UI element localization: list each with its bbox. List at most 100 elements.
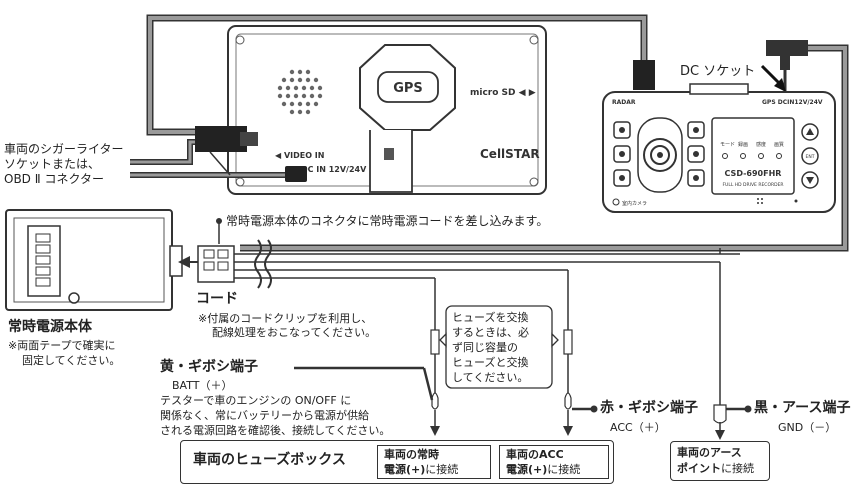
fuse-constant-line2-rest: に接続 — [425, 463, 459, 476]
dc-socket-arrowhead — [774, 78, 786, 92]
fuse-note-pointer-right — [551, 332, 559, 348]
fuse-note-line: してください。 — [452, 371, 529, 384]
indicator-label: 録画 — [738, 141, 748, 148]
gps-port-label: GPS DCIN12V/24V — [762, 99, 823, 106]
fuse-note-box — [445, 305, 553, 389]
indicator-led — [776, 153, 782, 159]
led — [693, 127, 699, 133]
car-socket-label-1: 車両のシガーライター — [4, 142, 124, 156]
camera-label: 室内カメラ — [622, 200, 647, 207]
gps-badge — [377, 71, 439, 103]
red-terminal-sub: ACC（＋） — [610, 421, 666, 434]
yellow-terminal-desc-3: される電源回路を確認後、接続してください。 — [160, 424, 391, 437]
yellow-terminal-sub: BATT（＋） — [172, 379, 233, 392]
led — [619, 175, 625, 181]
indicator-led — [722, 153, 728, 159]
red-pointer-dot — [590, 405, 598, 413]
fuse-note-pointer-left — [439, 332, 447, 348]
screw — [529, 35, 539, 45]
indicator-label: 画質 — [774, 141, 784, 148]
cord-connector — [197, 245, 235, 283]
fuse-note-line: ず同じ容量の — [452, 341, 518, 354]
dc-in-label: ▼ DC IN 12V/24V — [292, 165, 367, 174]
yellow-terminal-desc-2: 関係なく、常にバッテリーから電源が供給 — [160, 409, 369, 422]
led — [619, 151, 625, 157]
fuse-acc-line2-bold: 電源(+) — [506, 463, 548, 476]
video-in-plug-tip — [240, 132, 258, 146]
black-terminal-title: 黒・アース端子 — [754, 400, 851, 416]
recorder-display — [711, 117, 795, 195]
gps-unit-label: GPS — [393, 81, 423, 96]
yellow-terminal-icon — [431, 392, 439, 410]
fuse-note-line: するときは、必 — [452, 326, 529, 339]
fuse-box: 車両のヒューズボックス 車両の常時 電源(+)に接続 車両のACC 電源(+)に… — [180, 440, 614, 484]
yellow-terminal-desc-1: テスターで車のエンジンの ON/OFF に — [160, 394, 352, 407]
yellow-arrowhead — [430, 426, 440, 436]
indicator-label: モード — [720, 142, 735, 148]
fuse-note-line: ヒューズと交換 — [452, 356, 529, 369]
power-unit-note-2: 固定してください。 — [22, 354, 121, 367]
fuse-constant-box: 車両の常時 電源(+)に接続 — [377, 445, 491, 479]
fuse-acc-line1: 車両のACC — [506, 448, 564, 461]
power-unit-title: 常時電源本体 — [8, 319, 92, 335]
cord-note-2: 配線処理をおこなってください。 — [212, 326, 377, 339]
screw — [235, 35, 245, 45]
fuse-note-line: ヒューズを交換 — [452, 311, 529, 324]
model-sub-label: FULL HD DRIVE RECORDER — [722, 182, 783, 188]
car-socket-label-2: ソケットまたは、 — [4, 157, 101, 171]
fuse-holder-red — [563, 329, 573, 355]
dc-socket-label: DC ソケット — [680, 64, 756, 79]
red-terminal-icon — [564, 392, 572, 410]
ground-point-box: 車両のアース ポイントに接続 — [670, 441, 770, 481]
speaker-grille — [277, 69, 323, 115]
ent-button — [801, 147, 819, 165]
indicator-label: 感度 — [756, 141, 766, 148]
video-in-plug — [195, 126, 247, 152]
fuse-acc-box: 車両のACC 電源(+)に接続 — [499, 445, 609, 479]
yellow-pointer-tip — [422, 367, 434, 401]
cable-break-marks — [254, 239, 272, 289]
cord-title: コード — [196, 291, 238, 307]
plug-wire — [209, 151, 231, 176]
power-unit-inner — [13, 217, 165, 303]
ground-point-line1: 車両のアース — [677, 446, 742, 459]
cord-wires — [234, 253, 740, 279]
black-arrowhead — [715, 430, 725, 440]
dc-cable — [240, 46, 847, 250]
fuse-acc-line2: 電源(+)に接続 — [506, 462, 580, 477]
cigar-cable-outline — [130, 139, 195, 165]
black-pointer-dot — [744, 405, 752, 413]
radar-label: RADAR — [612, 99, 636, 106]
lens-center — [657, 152, 663, 158]
fuse-constant-line2-bold: 電源(+) — [384, 463, 426, 476]
led — [693, 175, 699, 181]
mount-slot — [384, 148, 394, 160]
mic-dot — [794, 199, 798, 203]
fuse-note: ヒューズを交換 するときは、必 ず同じ容量の ヒューズと交換 してください。 — [452, 310, 548, 385]
fuse-box-title: 車両のヒューズボックス — [193, 452, 346, 468]
power-unit-hole — [68, 292, 80, 304]
microsd-label: micro SD ◀ ▶ — [470, 88, 536, 98]
brand-label: CellSTAR — [480, 147, 540, 161]
red-arrowhead — [563, 426, 573, 436]
power-unit-note-1: ※両面テープで確実に — [8, 339, 116, 352]
insert-arrowhead — [178, 256, 190, 268]
recorder-top-slot — [689, 83, 749, 95]
fuse-holder-yellow — [430, 329, 440, 355]
ground-terminal-icon — [713, 404, 727, 424]
down-arrow-icon — [806, 177, 814, 184]
dc-in-plug — [285, 166, 307, 182]
ground-point-line2-rest: に接続 — [721, 462, 754, 475]
car-socket-label-3: OBD Ⅱ コネクター — [4, 172, 104, 186]
connector-note: 常時電源本体のコネクタに常時電源コードを差し込みます。 — [226, 214, 549, 228]
black-terminal-sub: GND（－） — [778, 421, 837, 434]
led — [693, 151, 699, 157]
indicator-led — [758, 153, 764, 159]
interior-camera-dot — [612, 198, 620, 206]
fuse-constant-line2: 電源(+)に接続 — [384, 462, 458, 477]
gps-plug — [633, 60, 655, 90]
ground-point-line2-bold: ポイント — [677, 462, 721, 475]
red-terminal-title: 赤・ギボシ端子 — [600, 400, 698, 416]
